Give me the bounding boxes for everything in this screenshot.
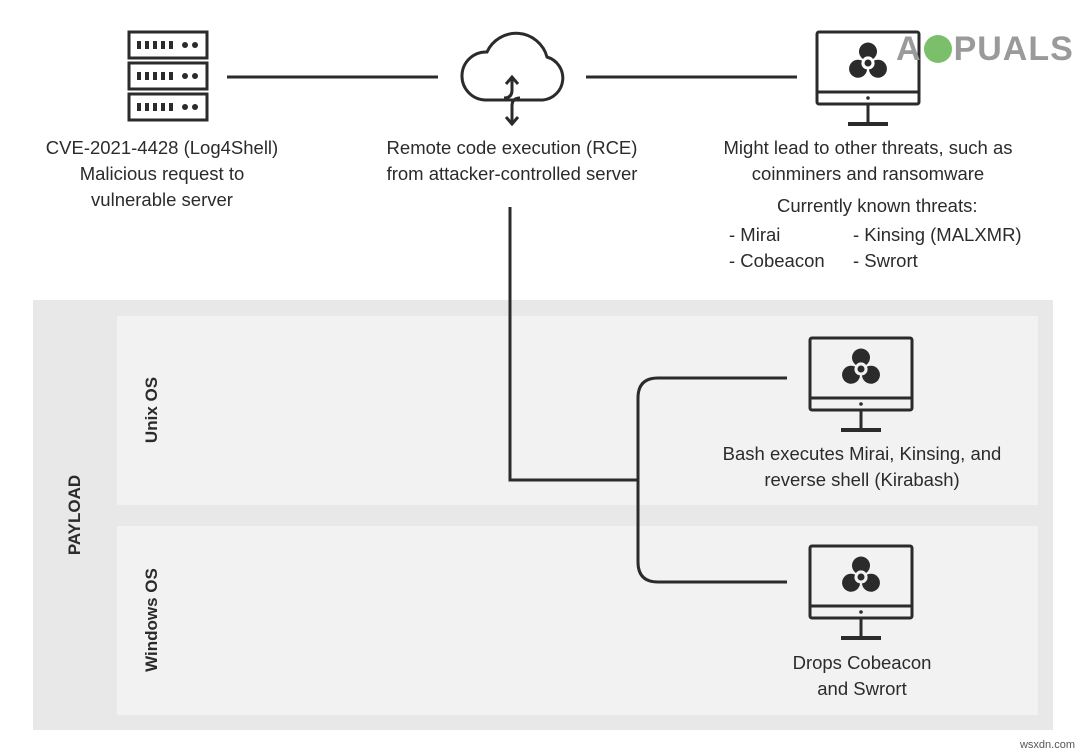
- threats-caption: Might lead to other threats, such as coi…: [698, 135, 1038, 187]
- threat-item: - Mirai: [729, 224, 781, 245]
- unix-caption: Bash executes Mirai, Kinsing, and revers…: [702, 441, 1022, 493]
- server-icon: [127, 30, 209, 122]
- footer-watermark: wsxdn.com: [1019, 739, 1075, 751]
- windows-caption-line: Drops Cobeacon: [792, 652, 932, 673]
- source-caption-line: CVE-2021-4428 (Log4Shell): [45, 137, 279, 158]
- threats-caption-line: coinminers and ransomware: [751, 163, 985, 184]
- windows-os-panel: [117, 526, 1038, 715]
- source-caption: CVE-2021-4428 (Log4Shell) Malicious requ…: [12, 135, 312, 213]
- rce-caption: Remote code execution (RCE) from attacke…: [352, 135, 672, 187]
- threat-item: - Swrort: [853, 250, 918, 271]
- windows-caption: Drops Cobeacon and Swrort: [742, 650, 982, 702]
- connector-unix-branch: [636, 376, 787, 584]
- appuals-logo: A PUALS: [896, 30, 1074, 69]
- biohazard-monitor-icon: [815, 30, 921, 126]
- known-threats-title: Currently known threats:: [777, 195, 978, 216]
- threat-item: - Kinsing (MALXMR): [853, 224, 1022, 245]
- unix-caption-line: Bash executes Mirai, Kinsing, and: [722, 443, 1002, 464]
- source-caption-line: vulnerable server: [91, 189, 233, 210]
- source-caption-line: Malicious request to: [79, 163, 245, 184]
- cloud-sync-icon: [460, 31, 565, 127]
- threat-item: - Cobeacon: [729, 250, 825, 271]
- logo-text-a: A: [896, 30, 922, 68]
- unix-caption-line: reverse shell (Kirabash): [764, 469, 960, 490]
- connector-rce-payload: [508, 207, 638, 482]
- unix-biohazard-monitor-icon: [808, 336, 914, 432]
- logo-text-b: PUALS: [953, 30, 1074, 68]
- rce-caption-line: Remote code execution (RCE): [386, 137, 638, 158]
- windows-biohazard-monitor-icon: [808, 544, 914, 640]
- mascot-icon: [923, 35, 952, 64]
- windows-caption-line: and Swrort: [817, 678, 907, 699]
- threats-caption-line: Might lead to other threats, such as: [723, 137, 1013, 158]
- rce-caption-line: from attacker-controlled server: [386, 163, 638, 184]
